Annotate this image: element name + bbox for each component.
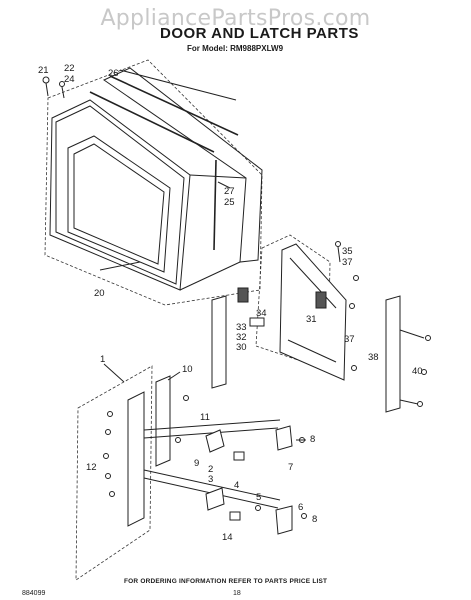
callout-6: 6	[298, 502, 303, 513]
ordering-footnote: FOR ORDERING INFORMATION REFER TO PARTS …	[124, 578, 328, 585]
watermark: AppliancePartsPros.com	[100, 6, 371, 31]
callout-32: 32	[236, 332, 247, 343]
callout-35: 35	[342, 246, 353, 257]
callout-26: 26	[108, 68, 119, 79]
callout-37-top: 37	[342, 257, 353, 268]
callout-30: 30	[236, 342, 247, 353]
screw-35	[335, 241, 341, 247]
door-seal-inner	[89, 91, 215, 153]
screw-40-low	[417, 401, 423, 407]
hinge-arm-10	[155, 375, 171, 467]
callout-40: 40	[412, 366, 423, 377]
callout-21: 21	[38, 65, 49, 76]
callout-22: 22	[64, 63, 75, 74]
screw-40-top	[425, 335, 431, 341]
callout-37-mid: 37	[344, 334, 355, 345]
callout-34: 34	[256, 308, 267, 319]
bracket-7	[275, 425, 293, 451]
screw-12-b	[105, 429, 111, 435]
latch-bar-38	[385, 295, 401, 413]
screw-12-d	[105, 473, 111, 479]
diagram-code: 884099	[22, 590, 46, 597]
callout-24: 24	[64, 74, 75, 85]
callout-31: 31	[306, 314, 317, 325]
pin-14	[229, 511, 241, 521]
latch-assembly-outline	[255, 234, 331, 371]
screw-8-bot	[301, 513, 307, 519]
screw-12-e	[109, 491, 115, 497]
callout-20: 20	[94, 288, 105, 299]
callout-14: 14	[222, 532, 233, 543]
door-seal-top	[109, 75, 239, 136]
callout-8-bot: 8	[312, 514, 317, 525]
screw-37-low	[351, 365, 357, 371]
door-panel	[49, 99, 191, 291]
hinge-plate	[127, 391, 145, 527]
callout-4: 4	[234, 480, 239, 491]
screw-11	[183, 395, 189, 401]
bracket-6	[275, 505, 293, 535]
latch-spring-33	[249, 317, 265, 327]
screw-12-c	[103, 453, 109, 459]
callout-1: 1	[100, 354, 105, 365]
latch-frame	[279, 243, 347, 381]
callout-10: 10	[182, 364, 193, 375]
callout-9: 9	[194, 458, 199, 469]
callout-27: 27	[224, 186, 235, 197]
callout-38: 38	[368, 352, 379, 363]
screw-9	[175, 437, 181, 443]
callout-8-top: 8	[310, 434, 315, 445]
hinge-rod-lower	[143, 469, 281, 501]
screw-37-top	[353, 275, 359, 281]
hinge-assembly-outline	[75, 365, 153, 581]
page-title: DOOR AND LATCH PARTS	[160, 25, 359, 42]
screw-5	[255, 505, 261, 511]
door-window	[67, 135, 171, 273]
door-assembly-outline	[44, 59, 263, 306]
callout-25: 25	[224, 197, 235, 208]
pin-4	[233, 451, 245, 461]
latch-post	[211, 295, 227, 389]
screw-12-a	[107, 411, 113, 417]
latch-hook-31	[315, 291, 327, 309]
screw-37-mid	[349, 303, 355, 309]
callout-7: 7	[288, 462, 293, 473]
screw-21	[42, 76, 50, 84]
callout-11: 11	[200, 412, 210, 423]
cam-3	[205, 487, 225, 511]
door-seal-right	[213, 159, 217, 251]
page-number: 18	[233, 590, 241, 597]
hinge-rod-upper	[143, 419, 281, 431]
callout-3: 3	[208, 474, 213, 485]
callout-33: 33	[236, 322, 247, 333]
cam-2	[205, 429, 225, 453]
callout-2: 2	[208, 464, 213, 475]
screw-40-mid	[421, 369, 427, 375]
callout-5: 5	[256, 492, 261, 503]
screw-22	[59, 81, 65, 87]
model-line: For Model: RM988PXLW9	[187, 44, 284, 53]
callout-12: 12	[86, 462, 97, 473]
latch-hook-34	[237, 287, 249, 303]
